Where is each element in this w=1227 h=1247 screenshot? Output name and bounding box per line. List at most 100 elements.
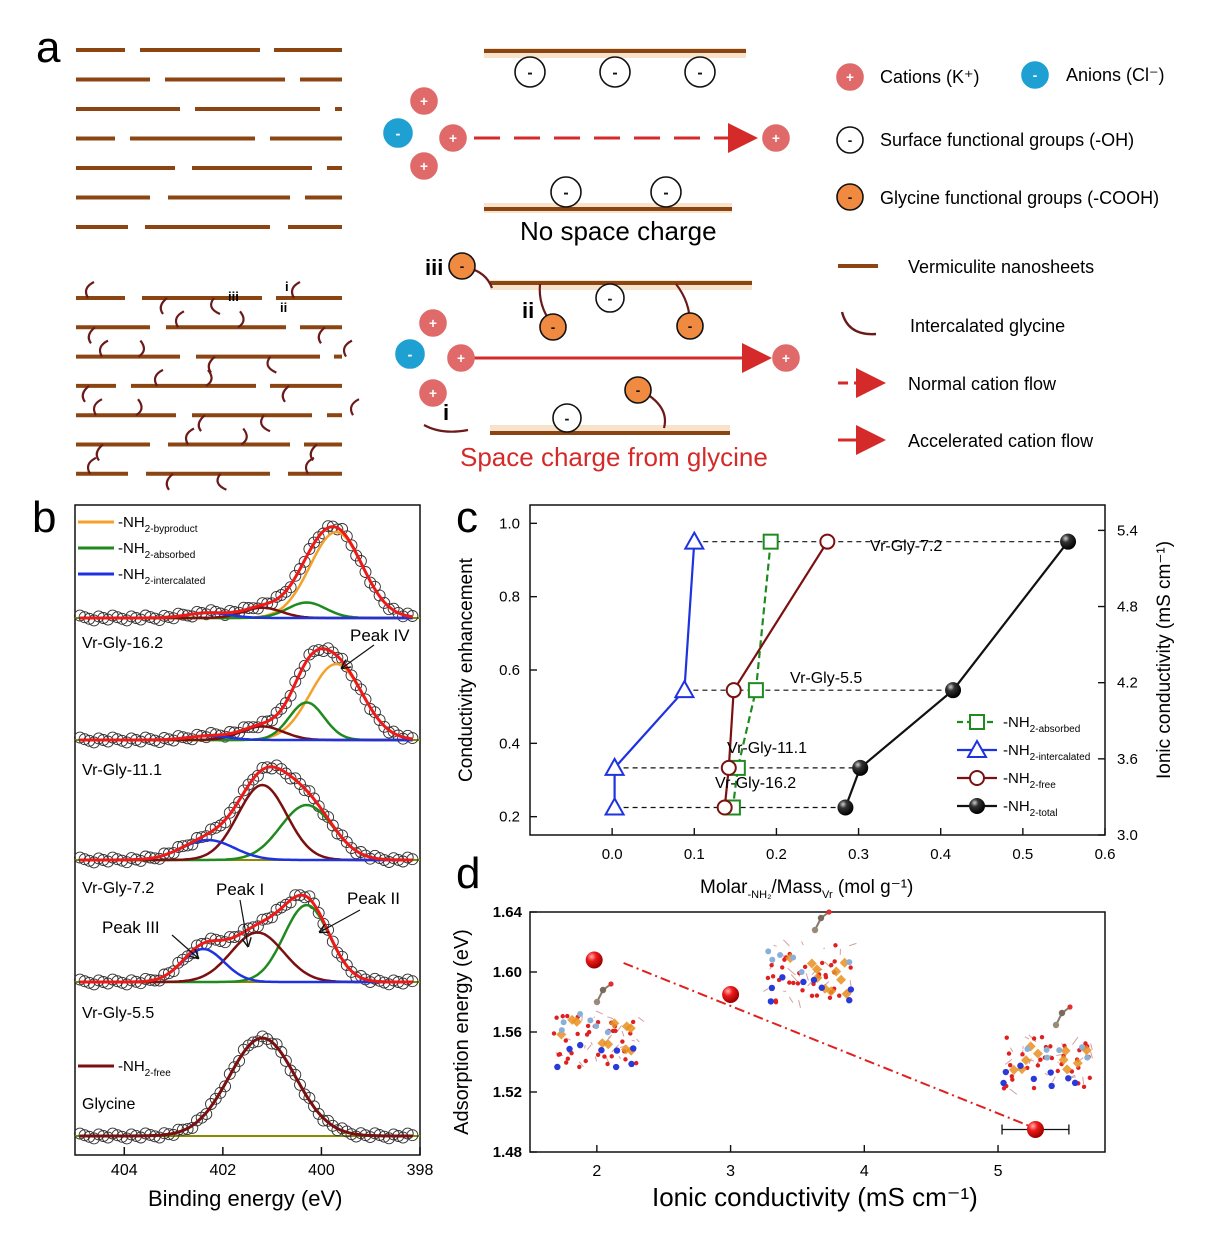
xps-data-point — [139, 731, 152, 744]
oxygen-atom — [1031, 1085, 1037, 1091]
aluminium-atom — [587, 1017, 594, 1024]
cation: + — [772, 344, 800, 372]
legend-glycine-icon-sign: - — [848, 190, 853, 205]
bond — [607, 1034, 613, 1039]
xps-sample-label: Vr-Gly-7.2 — [82, 880, 154, 897]
chart-d-ytick-label: 1.52 — [493, 1084, 522, 1101]
oxygen-atom — [583, 1058, 588, 1064]
xps-data-point — [73, 851, 86, 864]
oxygen-atom — [551, 1031, 557, 1036]
chart-c-series-line — [723, 541, 829, 808]
oxygen-atom — [765, 975, 771, 981]
silicate-tetrahedron — [1072, 1058, 1083, 1069]
xps-data-point — [106, 731, 119, 744]
xps-xtick-label: 404 — [111, 1162, 138, 1179]
chart-c-xlabel-sub: -NH₂ — [748, 889, 772, 901]
surface-hydroxyl-group-sign: - — [608, 291, 613, 307]
metal-atom — [1071, 1079, 1079, 1087]
glycine-group-sign: - — [551, 320, 556, 335]
xps-data-point — [176, 1123, 189, 1136]
oxygen-atom — [623, 1057, 628, 1062]
anion-circle — [383, 118, 413, 148]
xps-data-point — [102, 855, 114, 868]
xps-data-point — [102, 1131, 114, 1144]
oxygen-atom — [1009, 1074, 1014, 1079]
xps-data-point — [284, 896, 297, 909]
oxygen-atom — [585, 1023, 591, 1029]
glycine-group: - — [539, 313, 567, 341]
bond — [578, 1061, 584, 1068]
oxygen-atom — [1020, 1052, 1025, 1057]
aluminium-atom — [1024, 1046, 1031, 1053]
xps-legend-main: -NH — [118, 540, 145, 557]
intercalated-glycine — [95, 443, 104, 462]
chart-c-xtick-label: 0.5 — [1012, 846, 1033, 863]
intercalated-glycine — [266, 355, 277, 374]
glycine-group-circle — [624, 376, 652, 404]
xps-data-point — [350, 679, 363, 691]
glycine-group: - — [448, 252, 476, 280]
chart-c-legend-label: -NH2-intercalated — [1003, 742, 1090, 763]
bond — [788, 996, 794, 1003]
chart-c-xlabel: Molar-NH₂/MassVr (mol g⁻¹) — [700, 877, 913, 901]
xps-data-point — [247, 773, 260, 786]
oxygen-atom — [569, 1051, 574, 1056]
xps-data-point — [317, 527, 330, 540]
xps-data-point — [73, 609, 86, 622]
xps-data-point — [237, 1043, 250, 1056]
oxygen-atom — [1010, 1077, 1015, 1082]
chart-c-ytick-label: 0.6 — [499, 662, 520, 679]
xps-data-point — [223, 1067, 236, 1080]
chart-c-ylabel: Conductivity enhancement — [456, 557, 477, 782]
intercalated-glycine — [184, 427, 195, 446]
chart-d-xlabel: Ionic conductivity (mS cm⁻¹) — [652, 1182, 978, 1212]
xps-data-point — [284, 581, 297, 594]
chart-c-xlabel-sub2: Vr — [822, 889, 833, 901]
site-label-ii-stack: ii — [280, 300, 287, 315]
xps-data-point — [345, 669, 358, 682]
xps-component-free — [79, 1036, 413, 1138]
xps-data-point — [279, 1054, 292, 1067]
oxygen-atom — [1055, 1068, 1061, 1074]
anion: - — [383, 118, 413, 148]
intercalated-glycine — [84, 281, 95, 299]
bond — [586, 1044, 592, 1051]
xps-data-point — [153, 736, 166, 749]
legend-surface-icon-circle — [836, 126, 864, 154]
metal-atom — [566, 1045, 573, 1053]
xps-data-point — [102, 735, 114, 748]
xps-xtick-label: 402 — [210, 1162, 237, 1179]
intercalated-glycine — [159, 297, 168, 315]
vermiculite-stack-plain — [76, 48, 342, 229]
chart-c-xtick-label: 0.2 — [766, 846, 787, 863]
oxygen-atom — [565, 1013, 570, 1019]
chart-c-point-square — [747, 682, 764, 699]
xps-envelope — [79, 765, 413, 862]
oxygen-atom — [1081, 1084, 1087, 1090]
metal-atom — [800, 978, 807, 986]
surface-hydroxyl-group-sign: - — [663, 185, 668, 202]
xps-data-point — [401, 851, 414, 864]
xps-component-abs — [79, 701, 413, 742]
metal-atom — [818, 984, 825, 991]
chart-d-ytick-label: 1.56 — [493, 1024, 522, 1041]
oxygen-atom — [584, 1032, 590, 1037]
chart-c-ytick-label: 0.2 — [499, 809, 520, 826]
xps-data-point — [120, 614, 133, 627]
chart-c-point-ball — [1060, 533, 1077, 550]
chart-c-y2tick-label: 4.8 — [1117, 599, 1138, 616]
legend-label-surface: Surface functional groups (-OH) — [880, 130, 1134, 150]
intercalated-glycine — [317, 326, 326, 344]
aluminium-atom — [1084, 1054, 1091, 1061]
chart-c-point-triangle — [603, 796, 626, 816]
xps-data-point — [298, 555, 311, 568]
xps-data-point — [106, 1127, 119, 1140]
chart-c-xtick-label: 0.6 — [1095, 846, 1116, 863]
xps-data-point — [181, 1123, 194, 1136]
xps-data-point — [106, 851, 119, 864]
xps-data-point — [120, 1132, 133, 1145]
chart-d-xtick-label: 4 — [860, 1163, 869, 1180]
legend-glycine-icon-circle — [836, 183, 864, 211]
bond — [631, 1039, 636, 1042]
